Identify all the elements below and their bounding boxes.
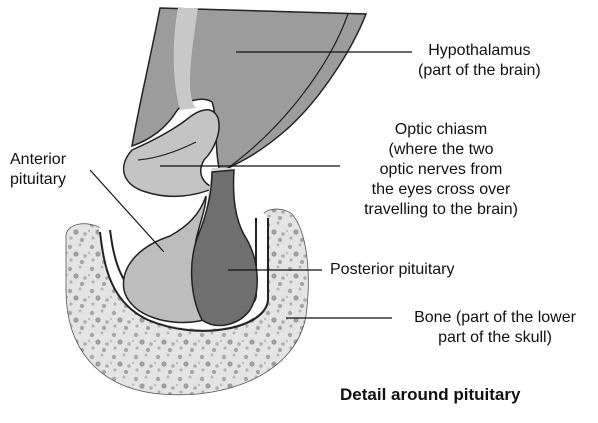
label-optic-chiasm-line2: (where the two	[338, 140, 544, 160]
label-posterior-pituitary: Posterior pituitary	[330, 260, 455, 280]
label-optic-chiasm-line3: optic nerves from	[338, 160, 544, 180]
label-hypothalamus: Hypothalamus (part of the brain)	[418, 41, 541, 81]
label-hypothalamus-line1: Hypothalamus	[418, 41, 541, 61]
label-anterior-pituitary-line1: Anterior	[10, 150, 66, 170]
label-hypothalamus-line2: (part of the brain)	[418, 61, 541, 81]
label-bone-line2: part of the skull)	[396, 328, 594, 348]
label-optic-chiasm-line1: Optic chiasm	[338, 120, 544, 140]
label-optic-chiasm-line5: travelling to the brain)	[338, 200, 544, 220]
label-posterior-pituitary-line1: Posterior pituitary	[330, 260, 455, 280]
label-optic-chiasm: Optic chiasm (where the two optic nerves…	[338, 120, 544, 220]
diagram-caption: Detail around pituitary	[340, 385, 520, 405]
label-optic-chiasm-line4: the eyes cross over	[338, 180, 544, 200]
label-anterior-pituitary-line2: pituitary	[10, 170, 66, 190]
label-bone: Bone (part of the lower part of the skul…	[396, 308, 594, 348]
label-bone-line1: Bone (part of the lower	[396, 308, 594, 328]
label-anterior-pituitary: Anterior pituitary	[10, 150, 66, 190]
